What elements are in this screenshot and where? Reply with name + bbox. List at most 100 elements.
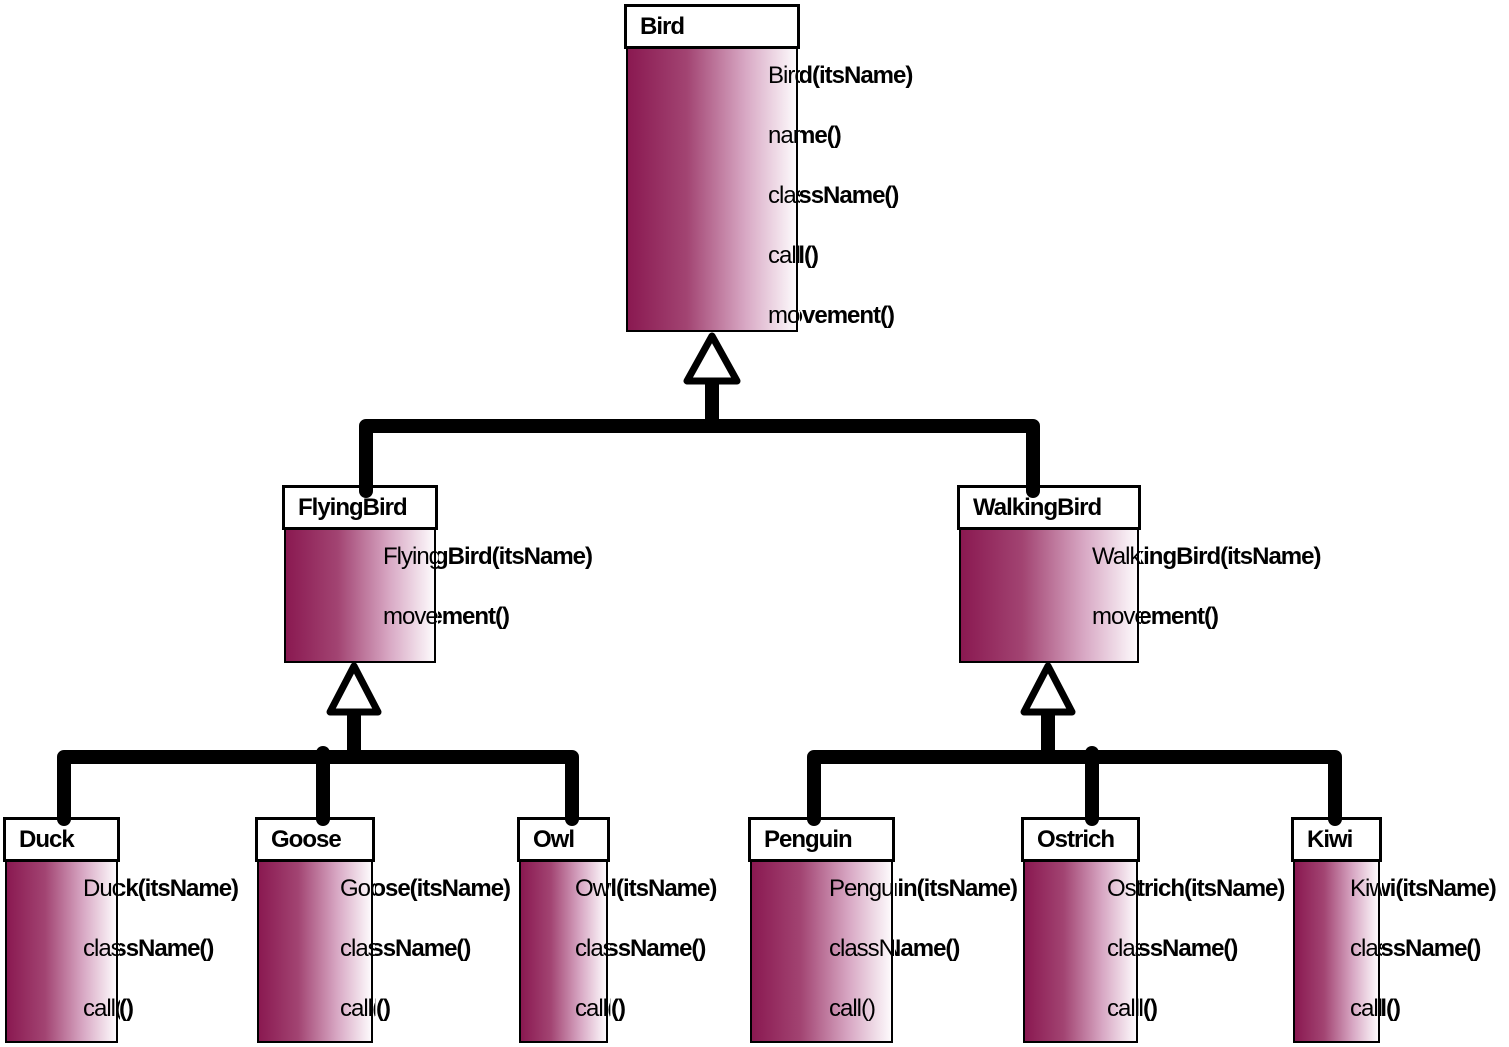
method-label: Ostrich(itsName)	[1140, 875, 1285, 902]
method-label: name()	[768, 122, 800, 149]
class-body-gradient	[1293, 862, 1380, 1043]
method-label: Owl(itsName)	[610, 875, 717, 902]
method-label: call()	[1107, 995, 1140, 1022]
class-method-list: Goose(itsName) className() call()	[255, 862, 375, 1043]
class-title: Bird	[640, 12, 685, 40]
connector-flyingbird-children	[57, 750, 579, 826]
class-method-list: Ostrich(itsName) className() call()	[1021, 862, 1140, 1043]
method-label: className()	[829, 935, 895, 962]
class-body-gradient	[1023, 862, 1138, 1043]
method-label: Owl(itsName)	[575, 875, 610, 902]
class-body-gradient	[5, 862, 118, 1043]
method-label: call()	[1382, 995, 1401, 1022]
method-label: call()	[340, 995, 375, 1022]
method-label: Penguin(itsName)	[895, 875, 1018, 902]
method-label: className()	[1107, 935, 1140, 962]
method-label: className()	[375, 935, 471, 962]
class-box-bird[interactable]: Bird Bird(itsName) name() className() ca…	[624, 4, 913, 332]
method-label: className()	[895, 935, 960, 962]
class-title-bar: Kiwi	[1291, 817, 1382, 862]
class-title: Owl	[533, 825, 575, 853]
method-label: Kiwi(itsName)	[1382, 875, 1497, 902]
class-body-gradient	[626, 49, 798, 332]
method-label: name()	[800, 122, 842, 149]
class-method-list: Kiwi(itsName) className() call()	[1291, 862, 1382, 1043]
method-label: movement()	[768, 302, 800, 329]
class-box-goose[interactable]: Goose Goose(itsName) className() call() …	[255, 817, 511, 1043]
method-label: WalkingBird(itsName)	[1141, 543, 1321, 570]
class-body-gradient	[257, 862, 373, 1043]
class-title: Duck	[19, 825, 75, 853]
method-label: className()	[83, 935, 120, 962]
class-method-list: Goose(itsName) className() call()	[375, 862, 805, 1043]
class-method-list: Penguin(itsName) className() call()	[895, 862, 1325, 1043]
class-box-flyingbird[interactable]: FlyingBird FlyingBird(itsName) movement(…	[282, 485, 593, 663]
method-label: call()	[829, 995, 876, 1022]
method-label: Duck(itsName)	[83, 875, 120, 902]
class-method-list: Ostrich(itsName) className() call()	[1140, 862, 1509, 1043]
class-body-gradient	[519, 862, 608, 1043]
class-method-list: WalkingBird(itsName) movement()	[957, 530, 1141, 663]
class-body-gradient	[750, 862, 893, 1043]
method-label: FlyingBird(itsName)	[438, 543, 593, 570]
method-label: call()	[83, 995, 120, 1022]
method-label: className()	[1350, 935, 1382, 962]
method-label: className()	[800, 182, 899, 209]
method-label: className()	[575, 935, 610, 962]
method-label: className()	[610, 935, 706, 962]
method-label: movement()	[438, 603, 510, 630]
class-title-bar: Bird	[624, 4, 800, 49]
method-label: movement()	[1141, 603, 1219, 630]
method-label: call()	[800, 242, 819, 269]
class-method-list: Duck(itsName) className() call()	[3, 862, 120, 1043]
class-title: Penguin	[764, 825, 853, 853]
class-title-bar: Goose	[255, 817, 375, 862]
method-label: Penguin(itsName)	[829, 875, 895, 902]
method-label: WalkingBird(itsName)	[1092, 543, 1141, 570]
class-method-list: FlyingBird(itsName) movement()	[438, 530, 868, 663]
method-label: call()	[1140, 995, 1158, 1022]
class-title: WalkingBird	[973, 493, 1102, 521]
class-method-list: Duck(itsName) className() call()	[120, 862, 550, 1043]
class-box-ostrich[interactable]: Ostrich Ostrich(itsName) className() cal…	[1021, 817, 1285, 1043]
class-title-bar: Penguin	[748, 817, 895, 862]
method-label: FlyingBird(itsName)	[383, 543, 438, 570]
class-box-duck[interactable]: Duck Duck(itsName) className() call() Du…	[3, 817, 239, 1043]
class-title-bar: Ostrich	[1021, 817, 1140, 862]
generalization-arrowhead-bird	[683, 332, 741, 385]
class-title-bar: Duck	[3, 817, 120, 862]
class-title-bar: FlyingBird	[282, 485, 438, 530]
class-title: Ostrich	[1037, 825, 1115, 853]
method-label: Duck(itsName)	[120, 875, 239, 902]
method-label: Bird(itsName)	[768, 62, 800, 89]
class-title: Goose	[271, 825, 342, 853]
connector-walkingbird-children	[807, 750, 1342, 826]
class-box-kiwi[interactable]: Kiwi Kiwi(itsName) className() call() Ki…	[1291, 817, 1497, 1043]
method-label: className()	[768, 182, 800, 209]
method-label: call()	[120, 995, 134, 1022]
method-label: Ostrich(itsName)	[1107, 875, 1140, 902]
class-box-owl[interactable]: Owl Owl(itsName) className() call() Owl(…	[517, 817, 717, 1043]
method-label: movement()	[1092, 603, 1141, 630]
method-label: call()	[575, 995, 610, 1022]
method-label: className()	[1382, 935, 1481, 962]
method-label: className()	[120, 935, 214, 962]
class-box-penguin[interactable]: Penguin Penguin(itsName) className() cal…	[748, 817, 1018, 1043]
class-method-list: FlyingBird(itsName) movement()	[282, 530, 438, 663]
method-label: call()	[375, 995, 391, 1022]
method-label: className()	[340, 935, 375, 962]
class-title: Kiwi	[1307, 825, 1353, 853]
class-method-list: Owl(itsName) className() call()	[517, 862, 610, 1043]
class-title: FlyingBird	[298, 493, 408, 521]
generalization-arrowhead-flyingbird	[326, 662, 382, 716]
class-body-gradient	[959, 530, 1139, 663]
class-method-list: WalkingBird(itsName) movement()	[1141, 530, 1509, 663]
class-method-list: Kiwi(itsName) className() call()	[1382, 862, 1509, 1043]
class-method-list: Penguin(itsName) className() call()	[748, 862, 895, 1043]
method-label: call()	[768, 242, 800, 269]
method-label: Kiwi(itsName)	[1350, 875, 1382, 902]
class-box-walkingbird[interactable]: WalkingBird WalkingBird(itsName) movemen…	[957, 485, 1321, 663]
class-title-bar: Owl	[517, 817, 610, 862]
method-label: movement()	[800, 302, 895, 329]
